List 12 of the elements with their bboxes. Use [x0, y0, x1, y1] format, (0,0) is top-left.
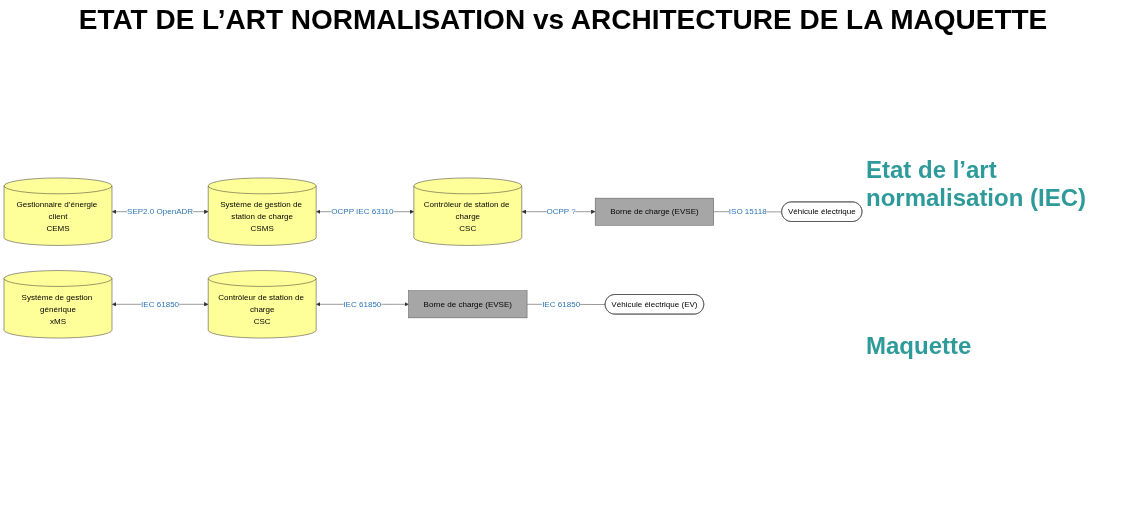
edge-label: OCPP IEC 63110: [331, 207, 394, 216]
edge-label: SEP2.0 OpenADR: [127, 207, 194, 216]
edge-label: ISO 15118: [728, 207, 767, 216]
edge-label: IEC 61850: [542, 299, 581, 309]
edge-label: OCPP ?: [546, 207, 576, 216]
node-box: Borne de charge (EVSE): [408, 290, 528, 319]
title: ETAT DE L’ART NORMALISATION vs ARCHITECTURE DE LA MAQUETTE: [77, 4, 1049, 36]
edge-label: IEC 61850: [141, 299, 180, 309]
node-box: Borne de charge (EVSE): [594, 197, 714, 226]
edge-label: IEC 61850: [343, 299, 382, 309]
section-heading: Etat de l’art normalisation (IEC): [866, 156, 1088, 212]
section-heading: Maquette: [866, 332, 973, 360]
